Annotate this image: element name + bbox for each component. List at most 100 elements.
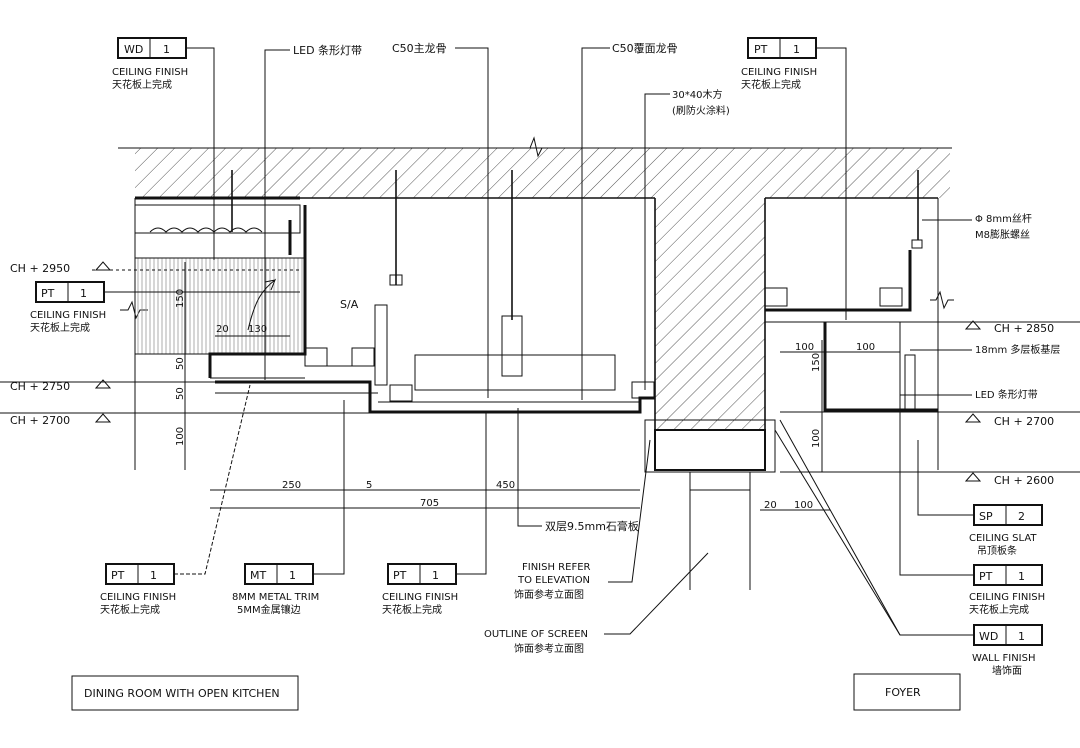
svg-text:SP: SP: [979, 510, 993, 523]
svg-text:CEILING FINISH: CEILING FINISH: [741, 67, 817, 78]
notes: LED 条形灯带 C50主龙骨 C50覆面龙骨 30*40木方 (刷防火涂料) …: [264, 42, 1060, 655]
svg-text:1: 1: [793, 43, 800, 56]
svg-text:130: 130: [248, 324, 267, 335]
svg-text:天花板上完成: 天花板上完成: [112, 78, 172, 91]
svg-text:150: 150: [811, 353, 822, 372]
level-ch2750: CH + 2750: [0, 379, 220, 393]
svg-text:DINING ROOM WITH OPEN KITCHEN: DINING ROOM WITH OPEN KITCHEN: [84, 687, 280, 700]
svg-text:1: 1: [1018, 570, 1025, 583]
note-finish-ref-cn: 饰面参考立面图: [514, 588, 584, 601]
svg-text:CH + 2850: CH + 2850: [994, 322, 1054, 335]
svg-text:天花板上完成: 天花板上完成: [100, 603, 160, 616]
note-rod-1: Φ 8mm丝杆: [975, 213, 1032, 225]
svg-text:150: 150: [175, 289, 186, 308]
svg-text:1: 1: [150, 569, 157, 582]
note-c50-main: C50主龙骨: [392, 42, 447, 55]
svg-text:8MM METAL TRIM: 8MM METAL TRIM: [232, 592, 319, 603]
note-wood-2: (刷防火涂料): [672, 104, 730, 117]
svg-text:1: 1: [1018, 630, 1025, 643]
svg-text:PT: PT: [979, 570, 993, 583]
level-markers: CH + 2950 CH + 2750 CH + 2700 CH + 2850 …: [0, 261, 1080, 487]
svg-text:CEILING SLAT: CEILING SLAT: [969, 533, 1037, 544]
dimensions: 150 50 50 100 20 130 250 5 450 705 100 1…: [175, 262, 900, 511]
level-ch2950: CH + 2950: [10, 261, 300, 275]
svg-text:CEILING FINISH: CEILING FINISH: [30, 310, 106, 321]
title-left: DINING ROOM WITH OPEN KITCHEN: [71, 675, 299, 711]
hanger-rods: [231, 170, 919, 377]
svg-text:CH + 2950: CH + 2950: [10, 262, 70, 275]
svg-text:1: 1: [80, 287, 87, 300]
tag-wd-top: WD 1 CEILING FINISH 天花板上完成: [112, 37, 215, 260]
svg-text:250: 250: [282, 480, 301, 491]
tag-wd-right: WD 1 WALL FINISH 墙饰面: [774, 419, 1043, 677]
note-plywood: 18mm 多层板基层: [975, 343, 1060, 356]
svg-text:吊顶板条: 吊顶板条: [977, 544, 1017, 557]
note-led-right: LED 条形灯带: [975, 388, 1038, 401]
svg-text:天花板上完成: 天花板上完成: [741, 78, 801, 91]
svg-text:100: 100: [795, 342, 814, 353]
level-ch2600: CH + 2600: [780, 471, 1080, 487]
svg-text:100: 100: [794, 500, 813, 511]
note-finish-ref-2: TO ELEVATION: [517, 575, 590, 586]
svg-text:墙饰面: 墙饰面: [992, 664, 1022, 677]
note-rod-2: M8膨胀螺丝: [975, 228, 1030, 241]
level-ch2700-left: CH + 2700: [0, 412, 640, 427]
svg-text:50: 50: [175, 357, 186, 370]
kitchen-light-box: [134, 204, 307, 379]
svg-text:天花板上完成: 天花板上完成: [30, 321, 90, 334]
svg-text:CH + 2700: CH + 2700: [994, 415, 1054, 428]
svg-text:天花板上完成: 天花板上完成: [382, 603, 442, 616]
svg-text:PT: PT: [754, 43, 768, 56]
break-line-right: [930, 198, 954, 470]
note-wood-1: 30*40木方: [672, 88, 722, 101]
note-gypsum: 双层9.5mm石膏板: [545, 519, 639, 533]
svg-text:CEILING FINISH: CEILING FINISH: [112, 67, 188, 78]
tag-sp-right: SP 2 CEILING SLAT 吊顶板条: [917, 440, 1043, 557]
note-led: LED 条形灯带: [293, 43, 362, 57]
tag-pt-right: PT 1 CEILING FINISH 天花板上完成: [899, 412, 1045, 616]
svg-text:20: 20: [216, 324, 229, 335]
svg-text:PT: PT: [111, 569, 125, 582]
ceiling-framing: [135, 196, 655, 414]
svg-text:天花板上完成: 天花板上完成: [969, 603, 1029, 616]
svg-text:2: 2: [1018, 510, 1025, 523]
svg-text:CEILING FINISH: CEILING FINISH: [100, 592, 176, 603]
level-ch2850: CH + 2850: [780, 320, 1080, 335]
note-c50-cover: C50覆面龙骨: [612, 42, 678, 55]
svg-text:MT: MT: [250, 569, 266, 582]
svg-text:CH + 2700: CH + 2700: [10, 414, 70, 427]
svg-text:1: 1: [163, 43, 170, 56]
svg-text:PT: PT: [393, 569, 407, 582]
svg-text:WALL FINISH: WALL FINISH: [972, 653, 1036, 664]
svg-text:1: 1: [289, 569, 296, 582]
svg-text:5: 5: [366, 480, 372, 491]
svg-text:50: 50: [175, 387, 186, 400]
svg-text:PT: PT: [41, 287, 55, 300]
tag-pt-bottom1: PT 1 CEILING FINISH 天花板上完成: [100, 384, 251, 616]
note-screen: OUTLINE OF SCREEN: [484, 629, 588, 640]
level-ch2700-right: CH + 2700: [780, 411, 1080, 428]
svg-text:CH + 2750: CH + 2750: [10, 380, 70, 393]
foyer-framing: [764, 239, 938, 412]
svg-text:705: 705: [420, 498, 439, 509]
svg-text:WD: WD: [124, 43, 143, 56]
tag-pt-left: PT 1 CEILING FINISH 天花板上完成: [30, 281, 300, 334]
svg-text:450: 450: [496, 480, 515, 491]
svg-text:WD: WD: [979, 630, 998, 643]
note-screen-cn: 饰面参考立面图: [514, 642, 584, 655]
svg-text:FOYER: FOYER: [885, 686, 921, 699]
svg-text:5MM金属镶边: 5MM金属镶边: [237, 603, 301, 616]
title-right: FOYER: [853, 673, 961, 711]
svg-text:CEILING FINISH: CEILING FINISH: [969, 592, 1045, 603]
screen-box: [644, 419, 776, 590]
svg-text:100: 100: [175, 427, 186, 446]
tag-pt-bottom2: PT 1 CEILING FINISH 天花板上完成: [382, 412, 487, 616]
tag-mt-bottom: MT 1 8MM METAL TRIM 5MM金属镶边: [232, 400, 345, 616]
svg-text:100: 100: [856, 342, 875, 353]
concrete-slab: [118, 136, 952, 431]
svg-text:20: 20: [764, 500, 777, 511]
svg-text:100: 100: [811, 429, 822, 448]
svg-text:CH + 2600: CH + 2600: [994, 474, 1054, 487]
